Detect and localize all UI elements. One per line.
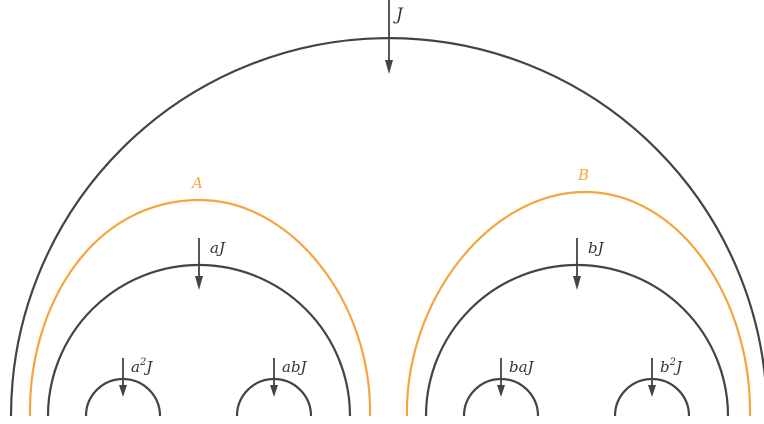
label-abj: abJ <box>282 358 308 376</box>
arrow-abj <box>270 358 278 397</box>
arrow-j <box>385 0 393 74</box>
arrow-bj <box>573 238 581 290</box>
label-bj: bJ <box>588 239 605 257</box>
arrow-aj <box>195 238 203 290</box>
label-b2j: b2J <box>660 357 683 376</box>
label-b: B <box>577 166 589 184</box>
label-aj: aJ <box>210 239 226 257</box>
label-a2j: a2J <box>131 357 153 376</box>
orange-loop-a <box>28 198 372 417</box>
label-a: A <box>190 174 203 192</box>
label-baj: baJ <box>509 358 535 376</box>
arrow-baj <box>497 358 505 397</box>
arrow-a2j <box>119 358 127 397</box>
outer-semicircle <box>9 36 764 417</box>
arrow-b2j <box>648 358 656 397</box>
label-j: J <box>393 5 404 25</box>
orange-loop-b <box>405 190 752 417</box>
